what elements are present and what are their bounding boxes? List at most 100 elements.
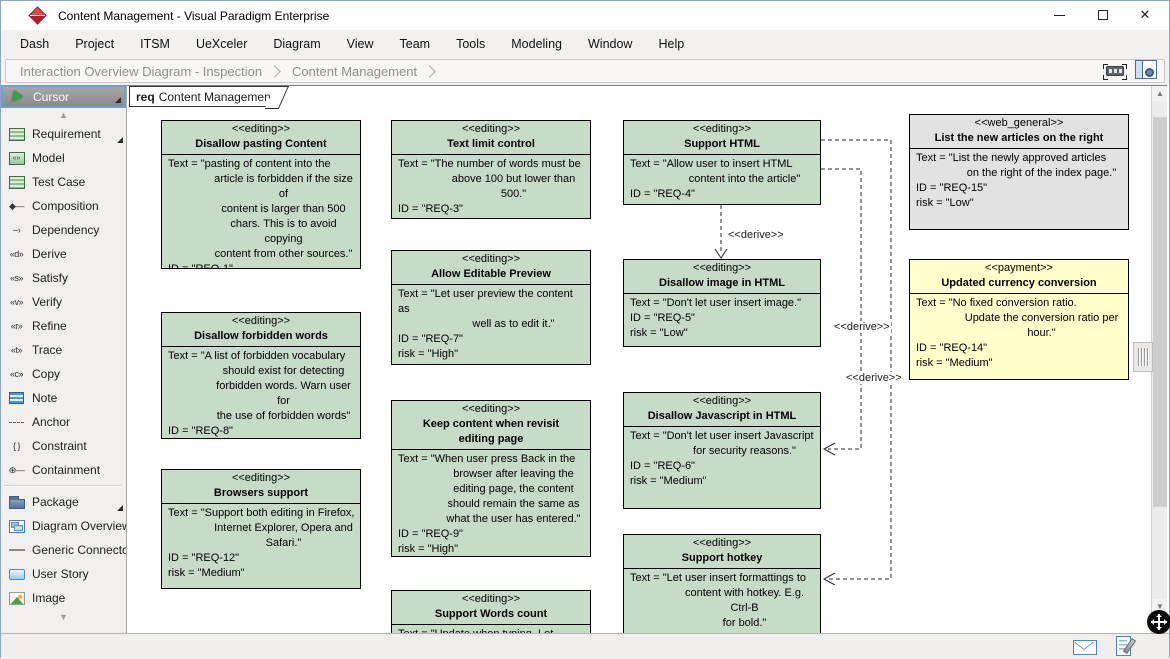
- palette-item-refine[interactable]: «r»Refine: [1, 314, 126, 338]
- requirement-id: ID = "REQ-7": [398, 333, 463, 345]
- palette-item-test-case[interactable]: Test Case: [1, 170, 126, 194]
- menu-item-uexceler[interactable]: UeXceler: [195, 36, 248, 51]
- maximize-button[interactable]: [1083, 1, 1123, 29]
- trace-icon: «t»: [10, 345, 23, 355]
- palette-item-label: Composition: [32, 199, 99, 213]
- edit-note-icon[interactable]: [1116, 636, 1131, 656]
- palette-scroll-up-icon[interactable]: ▲: [59, 110, 68, 120]
- scrollbar-thumb[interactable]: [1153, 117, 1167, 507]
- palette-item-dependency[interactable]: --›Dependency: [1, 218, 126, 242]
- derive-label: <<derive>>: [833, 321, 891, 333]
- palette-item-label: User Story: [32, 567, 89, 581]
- menu-item-view[interactable]: View: [346, 36, 374, 51]
- menu-item-team[interactable]: Team: [399, 36, 431, 51]
- package-icon: [8, 494, 25, 510]
- palette-item-constraint[interactable]: { }Constraint: [1, 434, 126, 458]
- palette-item-verify[interactable]: «v»Verify: [1, 290, 126, 314]
- derive-label: <<derive>>: [845, 372, 903, 384]
- requirement-box[interactable]: <<editing>>Support Words countText = "Up…: [391, 590, 591, 633]
- derive-connector[interactable]: [821, 139, 892, 580]
- requirement-text-line: editing page, the content: [453, 483, 574, 495]
- image-icon: [8, 590, 25, 606]
- palette-item-image[interactable]: Image: [1, 586, 126, 610]
- layout-panes-icon[interactable]: [1135, 60, 1157, 79]
- menu-item-itsm[interactable]: ITSM: [140, 36, 170, 51]
- palette-item-note[interactable]: Note: [1, 386, 126, 410]
- fit-selection-icon[interactable]: [1103, 62, 1127, 80]
- palette-item-satisfy[interactable]: «s»Satisfy: [1, 266, 126, 290]
- requirement-text-line: Text = "When user press Back in the: [398, 453, 576, 465]
- breadcrumb: Interaction Overview Diagram - Inspectio…: [5, 59, 1165, 83]
- palette-item-copy[interactable]: «c»Copy: [1, 362, 126, 386]
- requirement-text-line: Text = "A list of forbidden vocabulary: [168, 350, 346, 362]
- menu-item-dash[interactable]: Dash: [20, 36, 50, 51]
- panel-splitter-grip[interactable]: [1133, 342, 1153, 372]
- palette-item-anchor[interactable]: Anchor: [1, 410, 126, 434]
- breadcrumb-item[interactable]: Content Management: [292, 63, 418, 79]
- palette-item-label: Anchor: [32, 415, 71, 429]
- palette-item-label: Diagram Overview: [32, 519, 127, 533]
- palette-item-composition[interactable]: ◆—Composition: [1, 194, 126, 218]
- requirement-icon: [8, 126, 25, 142]
- pan-diagram-icon[interactable]: [1147, 610, 1170, 634]
- requirement-risk: risk = "High": [398, 348, 459, 360]
- stereotype-label: <<editing>>: [692, 537, 752, 549]
- stereotype-label: <<editing>>: [461, 593, 521, 605]
- palette-item-user-story[interactable]: User Story: [1, 562, 126, 586]
- palette-item-requirement[interactable]: Requirement: [1, 122, 126, 146]
- menu-item-help[interactable]: Help: [658, 36, 685, 51]
- palette-item-package[interactable]: Package: [1, 490, 126, 514]
- menu-item-project[interactable]: Project: [75, 36, 115, 51]
- stereotype-label: <<editing>>: [231, 315, 291, 327]
- visual-paradigm-logo-icon: [28, 6, 47, 25]
- derive-connector[interactable]: [821, 168, 862, 450]
- requirement-text-line: content with hotkey. E.g. Ctrl-B: [684, 587, 805, 614]
- requirement-risk: risk = "Medium": [168, 567, 245, 579]
- mail-icon[interactable]: [1073, 640, 1097, 655]
- palette-scroll-down-icon[interactable]: ▼: [59, 612, 68, 622]
- palette-item-model[interactable]: «»Model: [1, 146, 126, 170]
- palette-item-generic-connector[interactable]: Generic Connector: [1, 538, 126, 562]
- palette-item-label: Constraint: [32, 439, 87, 453]
- scroll-up-arrow-icon[interactable]: ▲: [1152, 86, 1167, 101]
- close-button[interactable]: ✕: [1139, 7, 1151, 22]
- breadcrumb-item[interactable]: Interaction Overview Diagram - Inspectio…: [20, 63, 263, 79]
- generic-connector-icon: [8, 542, 25, 558]
- palette-item-derive[interactable]: «d»Derive: [1, 242, 126, 266]
- requirement-text-line: Text = "List the newly approved articles: [916, 152, 1107, 164]
- menu-item-diagram[interactable]: Diagram: [273, 36, 321, 51]
- vertical-scrollbar[interactable]: ▲ ▼: [1151, 86, 1167, 633]
- palette-item-diagram-overview[interactable]: Diagram Overview: [1, 514, 126, 538]
- menu-item-tools[interactable]: Tools: [456, 36, 486, 51]
- menu-item-modeling[interactable]: Modeling: [511, 36, 562, 51]
- stereotype-label: <<editing>>: [461, 123, 521, 135]
- window-title: Content Management - Visual Paradigm Ent…: [58, 8, 330, 23]
- requirement-box[interactable]: <<web_general>>List the new articles on …: [909, 114, 1129, 230]
- palette-item-containment[interactable]: ⊕—Containment: [1, 458, 126, 482]
- requirement-title: Allow Editable Preview: [431, 268, 551, 280]
- breadcrumb-bar: Interaction Overview Diagram - Inspectio…: [1, 57, 1169, 85]
- requirement-text-line: Text = "Support both editing in Firefox,: [168, 507, 355, 519]
- derive-arrowhead: [822, 442, 836, 456]
- minimize-button[interactable]: [1039, 1, 1079, 29]
- menu-item-window[interactable]: Window: [588, 36, 633, 51]
- palette-item-cursor[interactable]: Cursor: [1, 85, 126, 108]
- requirement-id: ID = "REQ-10": [630, 631, 815, 633]
- palette-item-label: Test Case: [32, 175, 86, 189]
- stereotype-label: <<editing>>: [231, 123, 291, 135]
- palette-item-trace[interactable]: «t»Trace: [1, 338, 126, 362]
